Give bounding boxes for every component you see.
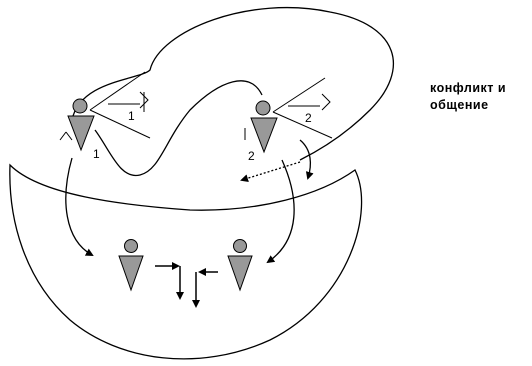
exchange-arrows (155, 266, 218, 306)
right-figure-label: 2 (248, 149, 255, 163)
caption-line-2: общение (430, 97, 506, 114)
right-bubble-label: 2 (305, 111, 312, 125)
lower-right-figure (228, 240, 252, 291)
left-bubble-label: 1 (128, 109, 135, 123)
left-down-arrow (66, 158, 92, 255)
upper-loop-outline (72, 8, 393, 160)
lower-left-figure (119, 240, 143, 291)
diagram-caption: конфликт и общение (430, 80, 506, 114)
right-down-arrow (268, 160, 294, 262)
upper-loop-inner (95, 81, 262, 176)
lower-bowl-outline (10, 165, 362, 359)
caption-line-1: конфликт и (430, 80, 506, 97)
dotted-arrow (242, 162, 300, 180)
left-figure-label: 1 (93, 147, 100, 161)
